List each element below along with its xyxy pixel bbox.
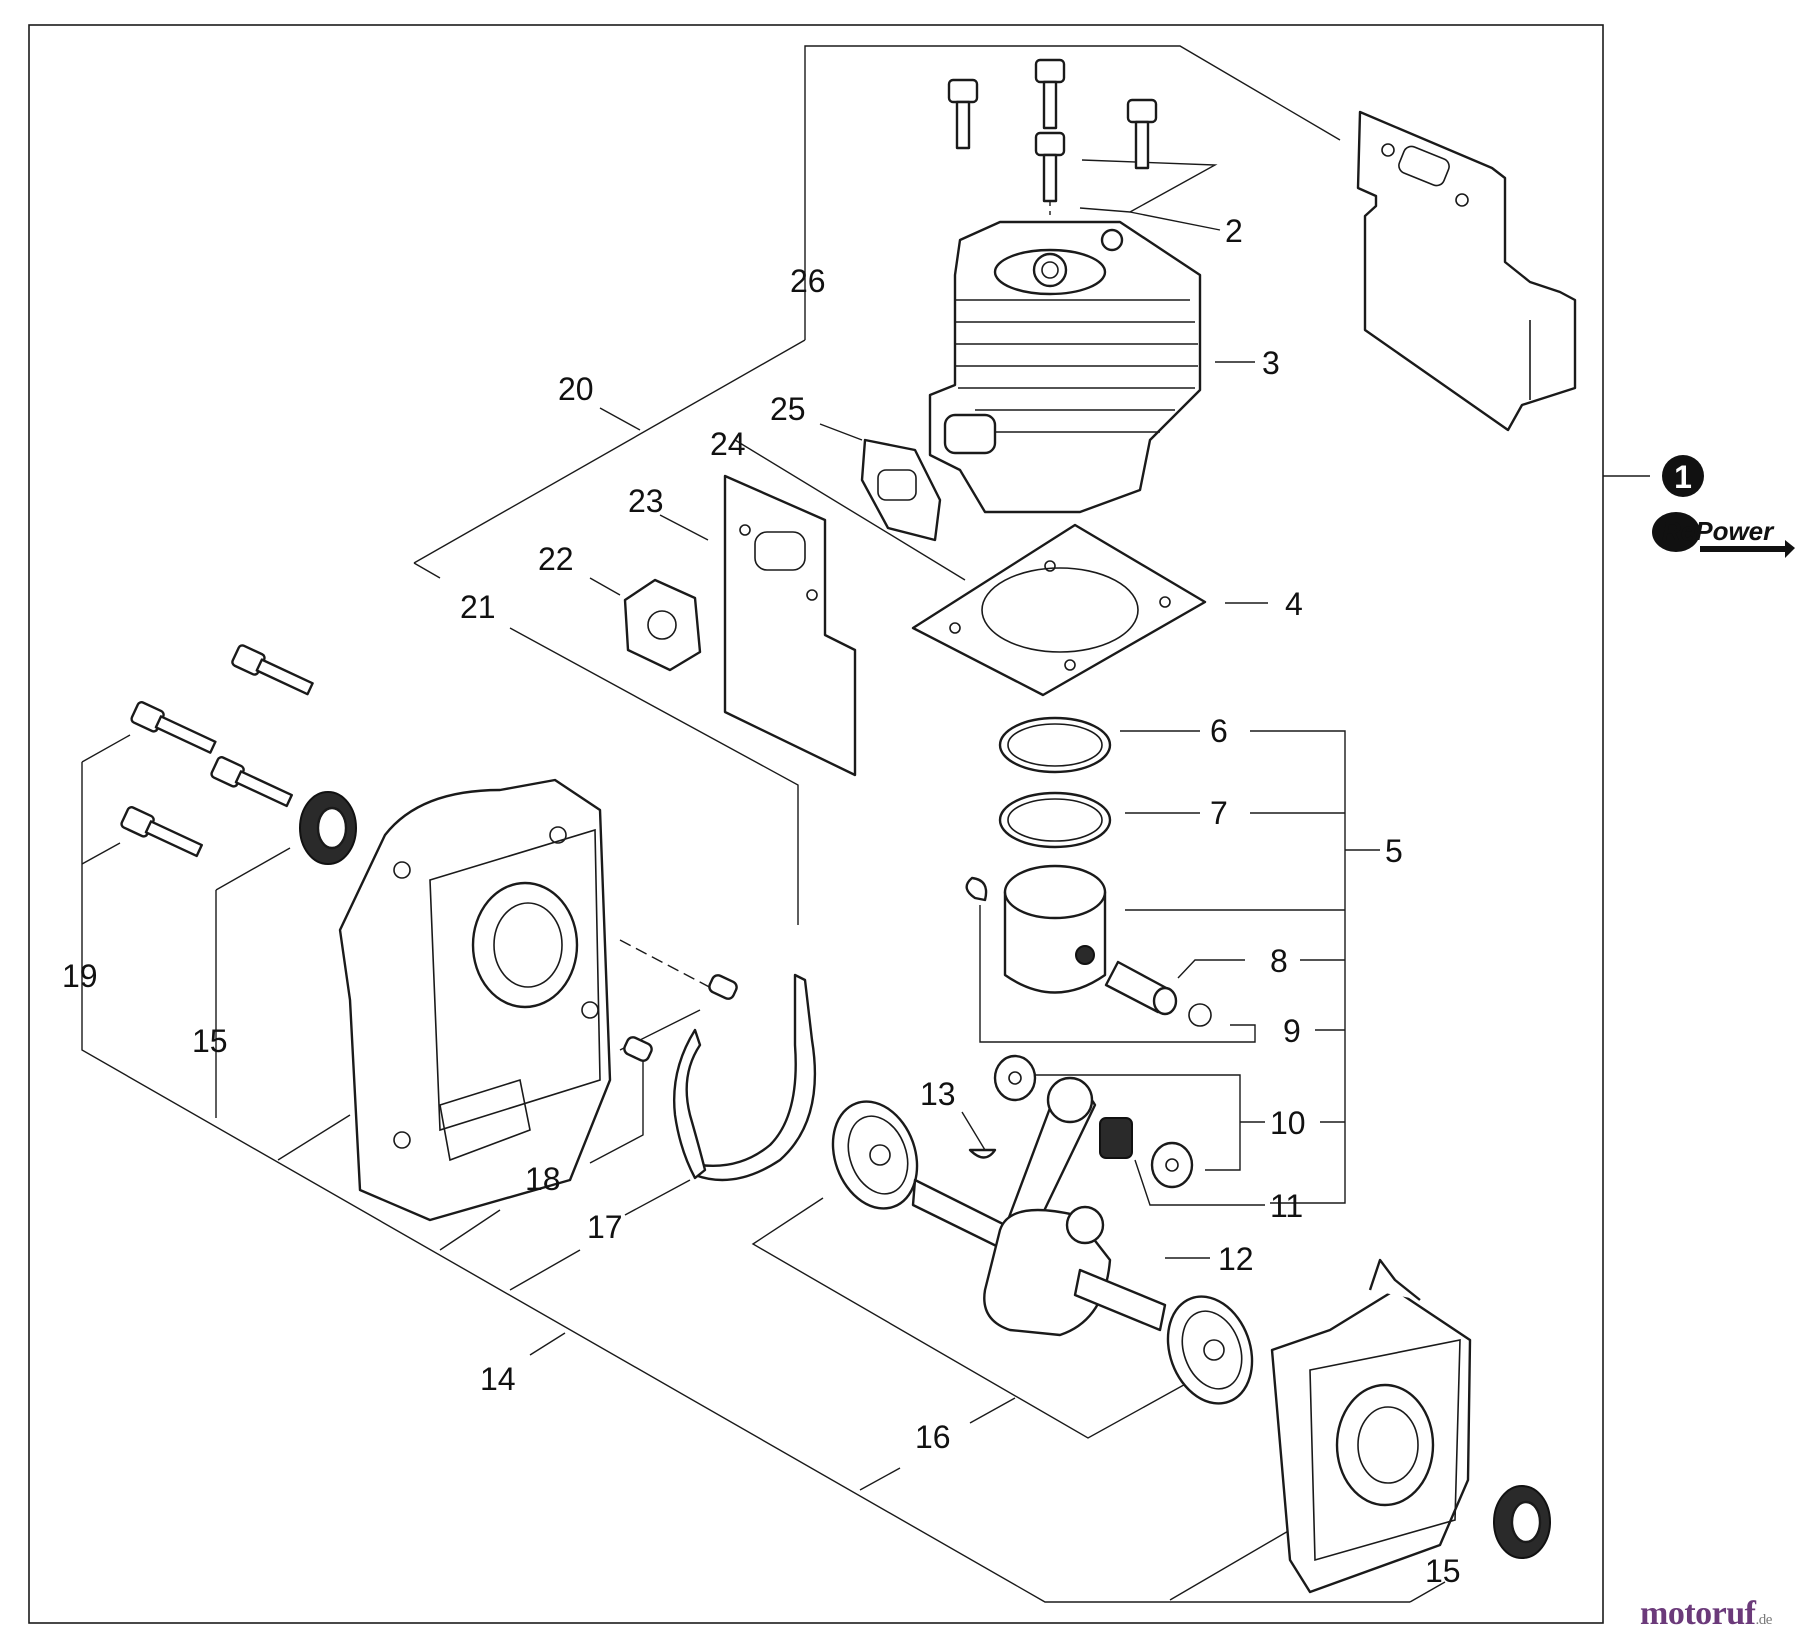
callout-13: 13 — [920, 1076, 956, 1112]
callout-labels: 2 3 4 5 6 7 8 9 10 11 12 13 14 15 15 16 … — [62, 213, 1461, 1589]
crankcase-bolts — [120, 644, 314, 858]
assembly-number: 1 — [1674, 459, 1692, 495]
piston-pin — [1104, 960, 1178, 1016]
repower-logo: RePower — [1652, 512, 1795, 558]
assembly-badge: 1 — [1662, 455, 1704, 497]
callout-23: 23 — [628, 483, 664, 519]
crank-bearing-left — [831, 1100, 919, 1210]
crankcase-right — [1270, 1258, 1472, 1594]
callout-22: 22 — [538, 541, 574, 577]
insulator-gasket — [723, 474, 857, 777]
callout-8: 8 — [1270, 943, 1288, 979]
callout-16: 16 — [915, 1419, 951, 1455]
callout-11: 11 — [1270, 1188, 1303, 1224]
woodruff-key — [968, 1148, 997, 1159]
callout-20: 20 — [558, 371, 594, 407]
leader-lines — [81, 45, 1650, 1603]
carb-insulator — [623, 578, 702, 672]
crank-bearing-right — [1166, 1295, 1254, 1405]
watermark-suffix: .de — [1755, 1612, 1772, 1628]
callout-12: 12 — [1218, 1241, 1254, 1277]
cylinder — [928, 220, 1202, 514]
oil-seal-left — [299, 791, 357, 865]
callout-24: 24 — [710, 426, 746, 462]
callout-7: 7 — [1210, 795, 1228, 831]
circlip — [1188, 1003, 1212, 1027]
callout-9: 9 — [1283, 1013, 1301, 1049]
watermark-brand: motoruf — [1640, 1595, 1756, 1632]
crankcase-left — [338, 778, 612, 1222]
crankshaft — [911, 1076, 1167, 1337]
heat-shield — [1356, 110, 1577, 432]
callout-19: 19 — [62, 958, 98, 994]
callout-15-right: 15 — [1425, 1553, 1461, 1589]
callout-18: 18 — [525, 1161, 561, 1197]
callout-17: 17 — [587, 1209, 623, 1245]
piston-rings — [998, 716, 1112, 849]
repower-logo-text: RePower — [1662, 516, 1775, 546]
oil-seal-right — [1493, 1485, 1551, 1559]
needle-bearing — [1099, 1117, 1133, 1159]
callout-15-left: 15 — [192, 1023, 228, 1059]
thrust-washers — [993, 1054, 1194, 1189]
callout-5: 5 — [1385, 833, 1403, 869]
cylinder-bolts — [947, 58, 1158, 203]
callout-3: 3 — [1262, 345, 1280, 381]
callout-6: 6 — [1210, 713, 1228, 749]
callout-2: 2 — [1225, 213, 1243, 249]
cylinder-base-gasket — [911, 523, 1207, 697]
crankcase-gasket-left — [673, 1028, 707, 1180]
crankcase-gasket — [693, 973, 817, 1182]
callout-26: 26 — [790, 263, 826, 299]
exhaust-gasket — [860, 438, 942, 542]
callout-25: 25 — [770, 391, 806, 427]
diagram-frame — [28, 24, 1604, 1624]
watermark: motoruf.de — [1640, 1595, 1772, 1633]
piston — [965, 864, 1107, 994]
callout-4: 4 — [1285, 586, 1303, 622]
callout-21: 21 — [460, 589, 496, 625]
callout-10: 10 — [1270, 1105, 1306, 1141]
dowel-pins — [623, 974, 738, 1062]
callout-14: 14 — [480, 1361, 516, 1397]
